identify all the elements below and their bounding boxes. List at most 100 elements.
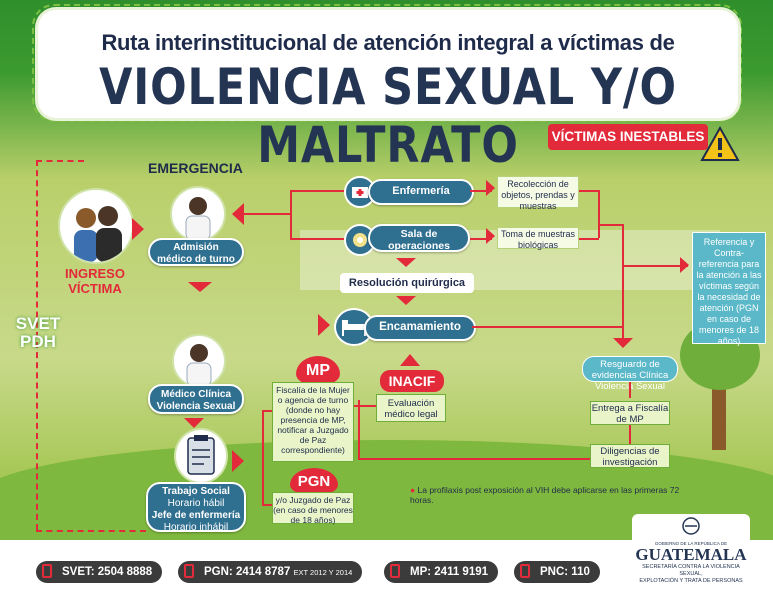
pgn-note: y/o Juzgado de Paz (en caso de menores d… — [272, 492, 354, 525]
arrow-to-toma — [486, 228, 495, 244]
profilaxis-text: La profilaxis post exposición al VIH deb… — [410, 485, 680, 505]
arrow-inacif-up — [400, 354, 420, 366]
resguardo-note: Resguardo de evidencias Clínica Violenci… — [582, 356, 678, 392]
header-panel — [38, 10, 738, 118]
arrow-to-encamamiento — [318, 314, 330, 336]
mp-badge-text: MP — [306, 362, 330, 379]
victim-avatar — [58, 188, 134, 264]
surgery-lamp-icon — [353, 233, 367, 247]
arrow-admission-down — [188, 282, 212, 292]
mp-badge: MP — [296, 356, 340, 386]
contact-pnc-label: PNC: 110 — [540, 566, 590, 578]
encamamiento-node: Encamamiento — [364, 315, 476, 341]
connector-encamamiento-out — [472, 326, 622, 328]
contact-pgn: PGN: 2414 8787 EXT 2012 Y 2014 — [178, 561, 363, 583]
contact-mp-label: MP: 2411 9191 — [410, 566, 489, 578]
logo-org-1: SECRETARÍA CONTRA LA VIOLENCIA SEXUAL, — [642, 564, 740, 577]
svet-dashed-bottom — [36, 530, 146, 532]
contact-pgn-label: PGN: 2414 8787 — [204, 566, 291, 578]
medico-clinica-node: Médico Clínica Violencia Sexual — [148, 384, 244, 414]
sala-label-2: operaciones — [388, 240, 450, 252]
arrow-resolucion-down — [396, 296, 416, 305]
ingreso-victima-label: INGRESO VÍCTIMA — [52, 266, 138, 296]
ingreso-label-1: INGRESO — [65, 266, 125, 281]
connector-bracket-top — [262, 410, 272, 412]
connector-right-horizontal — [598, 224, 624, 226]
inacif-badge: INACIF — [380, 370, 444, 392]
arrow-to-referencia — [680, 257, 689, 273]
connector-fiscalia-right — [358, 400, 360, 460]
phone-icon — [520, 564, 530, 578]
logo-name: GUATEMALA — [635, 545, 747, 564]
svet-label: SVET PDH — [14, 315, 62, 351]
connector-to-diligencias — [360, 458, 590, 460]
trabajo-label-2: Horario hábil — [167, 498, 225, 509]
enfermeria-node: Enfermería — [368, 179, 474, 205]
doctor-man-icon — [186, 344, 212, 386]
arrow-to-recoleccion — [486, 180, 495, 196]
emergency-label: EMERGENCIA — [148, 160, 243, 176]
svet-dashed-line — [36, 160, 38, 530]
trabajo-label-4: Horario inhábil — [163, 522, 229, 533]
connector-bracket-vertical — [262, 410, 264, 506]
trabajo-social-node: Trabajo Social Horario hábil Jefe de enf… — [146, 482, 246, 533]
connector-toma-right — [579, 238, 599, 240]
connector-right-vertical — [598, 190, 600, 238]
clipboard-icon — [187, 435, 215, 475]
arrow-sala-down — [396, 258, 416, 267]
arrow-trabajo-to-fiscalia — [232, 450, 244, 472]
phone-icon — [184, 564, 194, 578]
fiscalia-note: Fiscalía de la Mujer o agencia de turno … — [272, 382, 354, 462]
header-dashed-border — [32, 4, 742, 122]
connector-enfermeria-out — [470, 190, 492, 192]
arrow-to-resguardo — [613, 338, 633, 348]
doctor-woman-icon — [185, 197, 211, 240]
medico-clinica-label-1: Médico Clínica — [160, 389, 231, 400]
contact-svet: SVET: 2504 8888 — [36, 561, 163, 583]
medical-kit-icon — [352, 187, 368, 198]
evaluacion-note: Evaluación médico legal — [376, 394, 446, 422]
sala-node: Sala de operaciones — [368, 224, 470, 252]
header-title: VIOLENCIA SEXUAL Y/O MALTRATO — [99, 58, 677, 174]
connector-to-resguardo — [622, 224, 624, 342]
svet-dashed-top — [36, 160, 84, 162]
admission-avatar — [170, 186, 226, 242]
pgn-badge-text: PGN — [297, 473, 331, 490]
unstable-victims-badge: VÍCTIMAS INESTABLES — [548, 124, 708, 150]
connector-bracket-bottom — [262, 504, 272, 506]
arrow-to-admission — [232, 203, 244, 225]
trabajo-social-avatar — [174, 428, 228, 484]
ingreso-label-2: VÍCTIMA — [68, 281, 122, 296]
svet-label-1: SVET — [15, 314, 61, 333]
pgn-badge: PGN — [290, 468, 338, 496]
connector-fiscalia-inacif — [354, 405, 376, 407]
connector-entrega-down — [629, 425, 631, 444]
contact-mp: MP: 2411 9191 — [384, 561, 499, 583]
connector-recoleccion-right — [579, 190, 599, 192]
toma-note: Toma de muestras biológicas — [497, 227, 579, 250]
victim-couple-icon — [74, 206, 122, 262]
trabajo-label-3: Jefe de enfermería — [151, 510, 241, 521]
government-logo: GOBIERNO DE LA REPÚBLICA DE GUATEMALA SE… — [632, 514, 750, 594]
entrega-note: Entrega a Fiscalía de MP — [590, 401, 670, 425]
connector-admission — [244, 213, 290, 215]
svet-label-2: PDH — [20, 332, 56, 351]
connector-sala-out — [470, 238, 492, 240]
contact-pnc: PNC: 110 — [514, 561, 600, 583]
admission-label-2: médico de turno — [157, 254, 235, 265]
sala-label-1: Sala de — [400, 228, 438, 240]
logo-org-2: EXPLOTACIÓN Y TRATA DE PERSONAS — [639, 578, 743, 584]
connector-branch-vertical — [290, 190, 292, 238]
admission-label-1: Admisión — [173, 242, 219, 253]
arrow-victim-to-admission — [132, 218, 144, 240]
bullet-icon: ● — [410, 485, 418, 495]
connector-to-referencia — [624, 265, 688, 267]
coat-of-arms-icon — [682, 517, 700, 535]
phone-icon — [42, 564, 52, 578]
contact-pgn-ext: EXT 2012 Y 2014 — [293, 568, 353, 577]
enfermeria-icon-circle — [344, 176, 376, 208]
logo-small-text: GOBIERNO DE LA REPÚBLICA DE — [654, 541, 728, 546]
connector-to-enfermeria — [290, 190, 344, 192]
connector-resguardo-down — [629, 382, 631, 398]
